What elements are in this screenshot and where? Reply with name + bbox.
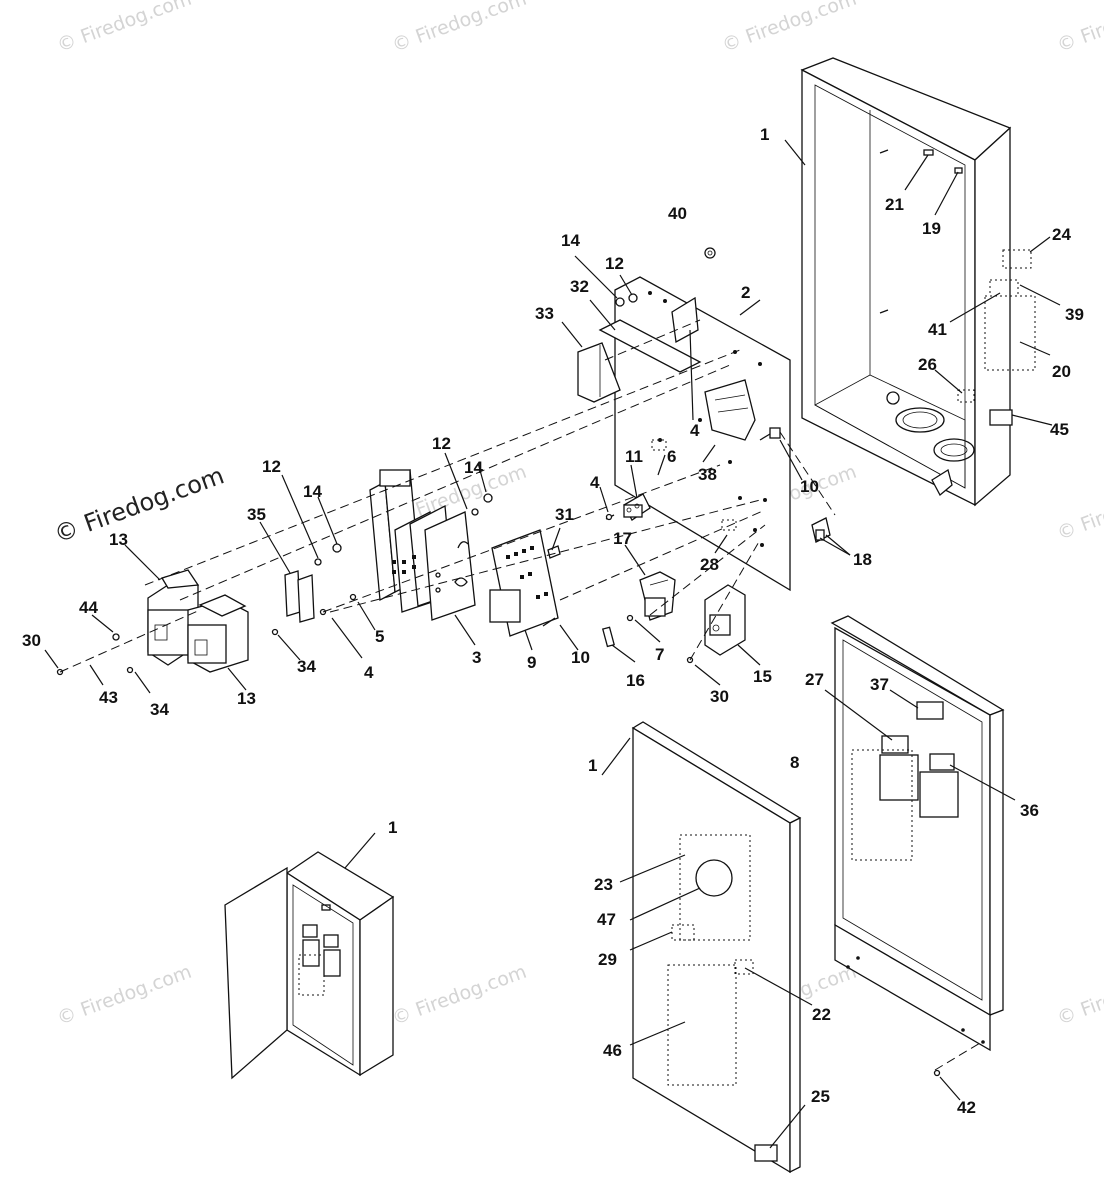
part-label-10: 10 — [800, 477, 819, 496]
part-label-14: 14 — [303, 482, 322, 501]
explosion-lines — [59, 319, 986, 1071]
part-label-15: 15 — [753, 667, 772, 686]
part-label-20: 20 — [1052, 362, 1071, 381]
part-label-4: 4 — [690, 421, 700, 440]
part-label-34: 34 — [297, 657, 316, 676]
part-label-1: 1 — [388, 818, 397, 837]
part-label-28: 28 — [700, 555, 719, 574]
enclosure-small — [224, 851, 395, 1080]
part-label-30: 30 — [22, 631, 41, 650]
part-label-1: 1 — [760, 125, 769, 144]
part-label-43: 43 — [99, 688, 118, 707]
part-label-39: 39 — [1065, 305, 1084, 324]
part-label-36: 36 — [1020, 801, 1039, 820]
part-label-45: 45 — [1050, 420, 1069, 439]
part-label-4: 4 — [590, 473, 600, 492]
part-label-41: 41 — [928, 320, 947, 339]
part-label-27: 27 — [805, 670, 824, 689]
part-label-17: 17 — [613, 529, 632, 548]
part-label-35: 35 — [247, 505, 266, 524]
watermark: © Firedog.com — [389, 0, 529, 57]
part-label-23: 23 — [594, 875, 613, 894]
watermark: © Firedog.com — [54, 961, 194, 1030]
part-label-37: 37 — [870, 675, 889, 694]
part-label-11: 11 — [625, 447, 643, 466]
part-label-19: 19 — [922, 219, 941, 238]
part-label-38: 38 — [698, 465, 717, 484]
part-label-5: 5 — [375, 627, 384, 646]
part-label-40: 40 — [668, 204, 687, 223]
fuse-holder-15 — [686, 584, 746, 664]
part-label-10: 10 — [571, 648, 590, 667]
fuse-16 — [601, 626, 615, 648]
part-label-34: 34 — [150, 700, 169, 719]
part-label-16: 16 — [626, 671, 645, 690]
watermark: © Firedog.com — [389, 961, 529, 1030]
part-label-13: 13 — [109, 530, 128, 549]
part-label-4: 4 — [364, 663, 374, 682]
part-label-24: 24 — [1052, 225, 1071, 244]
part-label-26: 26 — [918, 355, 937, 374]
part-label-31: 31 — [555, 505, 574, 524]
part-label-25: 25 — [811, 1087, 830, 1106]
watermark: © Firedog.com — [1054, 0, 1104, 57]
part-label-44: 44 — [79, 598, 98, 617]
part-label-12: 12 — [605, 254, 624, 273]
part-label-8: 8 — [790, 753, 799, 772]
terminal-block-11 — [605, 493, 651, 521]
part-label-47: 47 — [597, 910, 616, 929]
part-label-22: 22 — [812, 1005, 831, 1024]
part-label-42: 42 — [957, 1098, 976, 1117]
dead-front-panel — [830, 615, 1005, 1077]
part-label-29: 29 — [598, 950, 617, 969]
enclosure-box — [800, 57, 1036, 507]
part-label-12: 12 — [262, 457, 281, 476]
part-label-7: 7 — [655, 645, 664, 664]
part-label-33: 33 — [535, 304, 554, 323]
bracket-35 — [56, 493, 493, 676]
part-label-12: 12 — [432, 434, 451, 453]
lug-18 — [811, 517, 831, 543]
part-label-14: 14 — [561, 231, 580, 250]
contactor-13 — [147, 569, 249, 673]
contactor-assembly — [369, 469, 476, 621]
leader-lines — [44, 139, 1061, 1149]
part-label-6: 6 — [667, 447, 676, 466]
watermark: © Firedog.com — [54, 0, 194, 57]
part-label-18: 18 — [853, 550, 872, 569]
part-label-13: 13 — [237, 689, 256, 708]
watermark: © Firedog.com — [719, 0, 859, 57]
part-label-30: 30 — [710, 687, 729, 706]
hardware-top — [615, 247, 716, 307]
part-label-32: 32 — [570, 277, 589, 296]
firedog-watermark: © Firedog.com — [50, 461, 227, 548]
watermark: © Firedog.com — [1054, 476, 1104, 545]
part-labels: 1 21 19 24 41 39 20 26 45 40 14 12 32 2 … — [22, 125, 1084, 1117]
relay-17 — [626, 571, 676, 622]
back-panel — [598, 276, 791, 592]
plate-33 — [577, 342, 621, 403]
part-label-46: 46 — [603, 1041, 622, 1060]
part-label-14: 14 — [464, 458, 483, 477]
watermark: © Firedog.com — [1054, 961, 1104, 1030]
part-label-1: 1 — [588, 756, 597, 775]
front-door — [631, 721, 802, 1174]
part-label-21: 21 — [885, 195, 904, 214]
part-label-3: 3 — [472, 648, 481, 667]
part-label-9: 9 — [527, 653, 536, 672]
part-label-2: 2 — [741, 283, 750, 302]
